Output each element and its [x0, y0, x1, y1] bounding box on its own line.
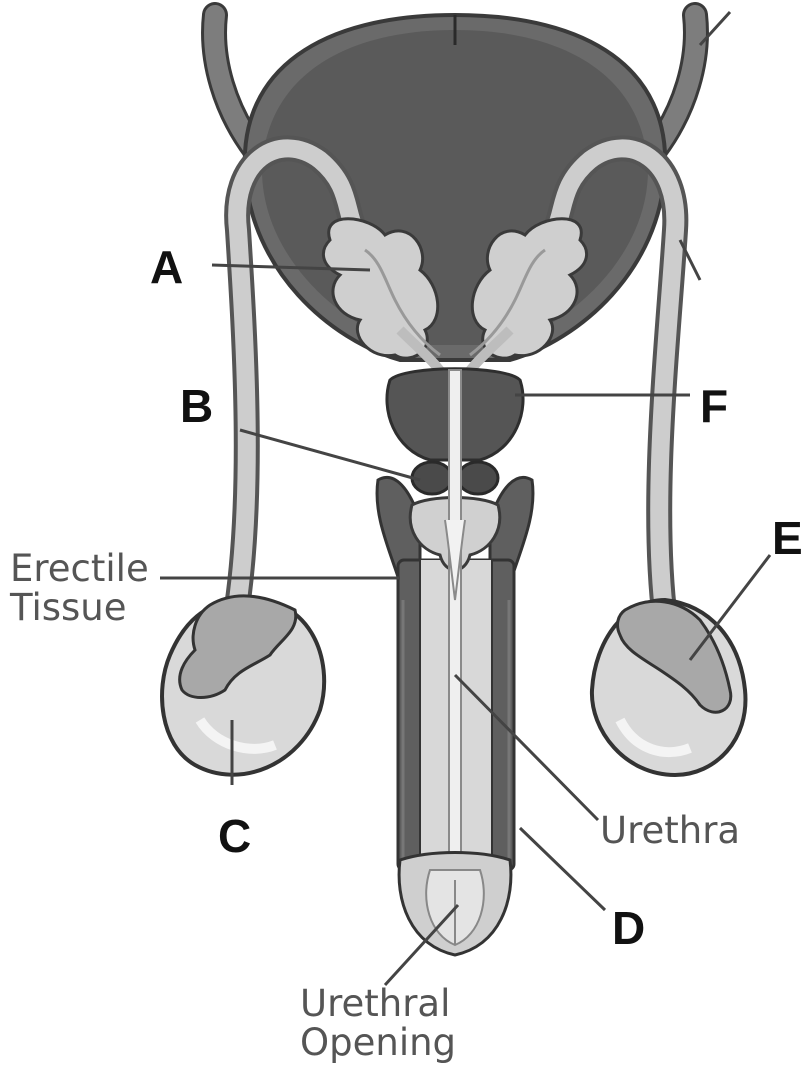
leader-line-b — [240, 430, 420, 480]
left-testis — [162, 596, 324, 775]
label-erectile-tissue: Erectile Tissue — [10, 550, 149, 628]
label-a: A — [150, 244, 183, 290]
label-urethral-opening: Urethral Opening — [300, 985, 456, 1063]
right-bulbourethral-gland — [458, 462, 498, 494]
right-testis — [592, 600, 746, 775]
label-erectile-line1: Erectile — [10, 550, 149, 589]
leader-line-d — [520, 828, 605, 910]
label-d: D — [612, 905, 645, 951]
label-erectile-line2: Tissue — [10, 589, 149, 628]
label-b: B — [180, 383, 213, 429]
urethra-tube — [449, 370, 461, 870]
label-urethral-line2: Opening — [300, 1024, 456, 1063]
label-urethra: Urethra — [600, 812, 740, 851]
label-e: E — [772, 515, 803, 561]
label-c: C — [218, 813, 251, 859]
label-urethral-line1: Urethral — [300, 985, 456, 1024]
label-f: F — [700, 383, 728, 429]
